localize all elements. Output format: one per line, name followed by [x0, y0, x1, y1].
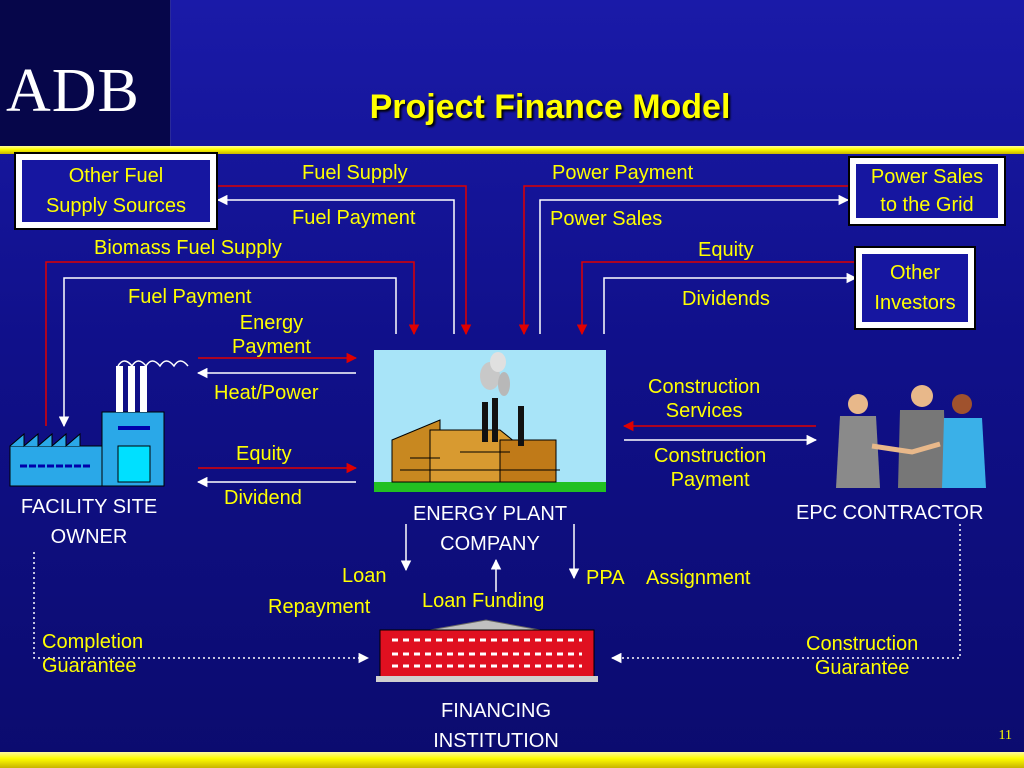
construction-payment-label: Construction Payment	[654, 445, 767, 491]
other-investors-box: Other Investors	[854, 246, 976, 330]
energy-plant-image	[374, 350, 606, 492]
equity-top-arrow	[576, 261, 856, 336]
ppa-label: PPA	[586, 567, 625, 589]
epc-people-image	[836, 385, 986, 488]
power-payment-arrow	[518, 185, 848, 336]
slide-title: Project Finance Model	[369, 88, 731, 126]
logo-text: ADB	[6, 57, 140, 125]
financing-institution-label: FINANCING INSTITUTION	[433, 700, 559, 752]
bottom-band	[0, 752, 1024, 768]
adb-logo: ADB	[0, 0, 171, 149]
heat-power-label: Heat/Power	[214, 382, 319, 404]
construction-guarantee-arrow	[610, 524, 961, 664]
other-investors-label: Other Investors	[874, 262, 956, 314]
facility-site-owner-label: FACILITY SITE OWNER	[20, 496, 158, 548]
biomass-fuel-supply-label: Biomass Fuel Supply	[94, 237, 282, 259]
other-fuel-supply-label: Other Fuel Supply Sources	[45, 165, 187, 217]
dividends-label: Dividends	[682, 288, 770, 310]
epc-contractor-label: EPC CONTRACTOR	[796, 502, 984, 524]
power-sales-grid-label: Power Sales to the Grid	[870, 166, 984, 216]
biomass-supply-arrow	[45, 261, 420, 426]
top-band	[0, 146, 1024, 154]
dividends-arrow	[603, 272, 858, 334]
fuel-payment-label: Fuel Payment	[128, 286, 252, 308]
fuel-supply-arrow	[218, 185, 472, 336]
construction-guarantee-label: Construction Guarantee	[806, 633, 919, 679]
equity-top-label: Equity	[698, 239, 754, 261]
loan-label: Loan	[342, 565, 387, 587]
factory-image	[9, 360, 189, 487]
completion-guarantee-label: Completion Guarantee	[42, 631, 144, 677]
power-sales-grid-box: Power Sales to the Grid	[848, 156, 1006, 226]
dividend-label: Dividend	[224, 487, 302, 509]
fuel-payment-top-label: Fuel Payment	[292, 207, 416, 229]
energy-payment-label: Energy Payment	[232, 312, 311, 358]
fuel-payment-arrow	[58, 277, 397, 428]
power-sales-arrow	[539, 194, 850, 334]
completion-guarantee-arrow	[33, 552, 370, 664]
construction-services-label: Construction Services	[648, 376, 761, 422]
loan-funding-label: Loan Funding	[422, 590, 545, 612]
fuel-supply-label: Fuel Supply	[302, 162, 408, 184]
page-number: 11	[998, 728, 1012, 743]
other-fuel-supply-box: Other Fuel Supply Sources	[14, 152, 218, 230]
fuel-payment-top-arrow	[216, 194, 455, 334]
power-sales-label: Power Sales	[550, 208, 663, 230]
energy-plant-company-label: ENERGY PLANT COMPANY	[412, 503, 568, 555]
power-payment-label: Power Payment	[552, 162, 694, 184]
financing-building-image	[376, 619, 598, 682]
repayment-label: Repayment	[268, 596, 371, 618]
assignment-label: Assignment	[646, 567, 751, 589]
equity-label: Equity	[236, 443, 292, 465]
